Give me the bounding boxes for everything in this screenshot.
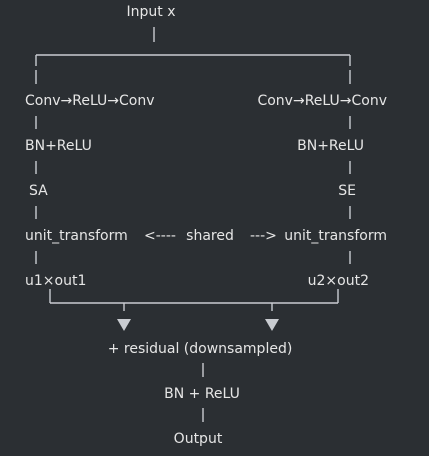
right-conv-label: Conv→ReLU→Conv <box>257 93 387 109</box>
left-merge-arrowhead-icon <box>117 319 131 331</box>
left-unit-transform-label: unit_transform <box>25 228 128 244</box>
output-label: Output <box>173 431 223 447</box>
right-attention-label: SE <box>338 183 356 199</box>
shared-label: shared <box>186 228 234 244</box>
shared-left-arrow: <---- <box>144 228 176 244</box>
right-bn-relu-label: BN+ReLU <box>297 138 364 154</box>
left-conv-label: Conv→ReLU→Conv <box>25 93 155 109</box>
final-bn-relu-label: BN + ReLU <box>164 386 240 402</box>
right-unit-transform-label: unit_transform <box>284 228 387 244</box>
right-merge-arrowhead-icon <box>265 319 279 331</box>
input-label: Input x <box>126 4 176 20</box>
residual-label: + residual (downsampled) <box>107 341 293 357</box>
left-bn-relu-label: BN+ReLU <box>25 138 92 154</box>
left-multiply-label: u1×out1 <box>25 273 87 289</box>
right-multiply-label: u2×out2 <box>307 273 369 289</box>
left-attention-label: SA <box>29 183 48 199</box>
shared-right-arrow: ---> <box>250 228 277 244</box>
